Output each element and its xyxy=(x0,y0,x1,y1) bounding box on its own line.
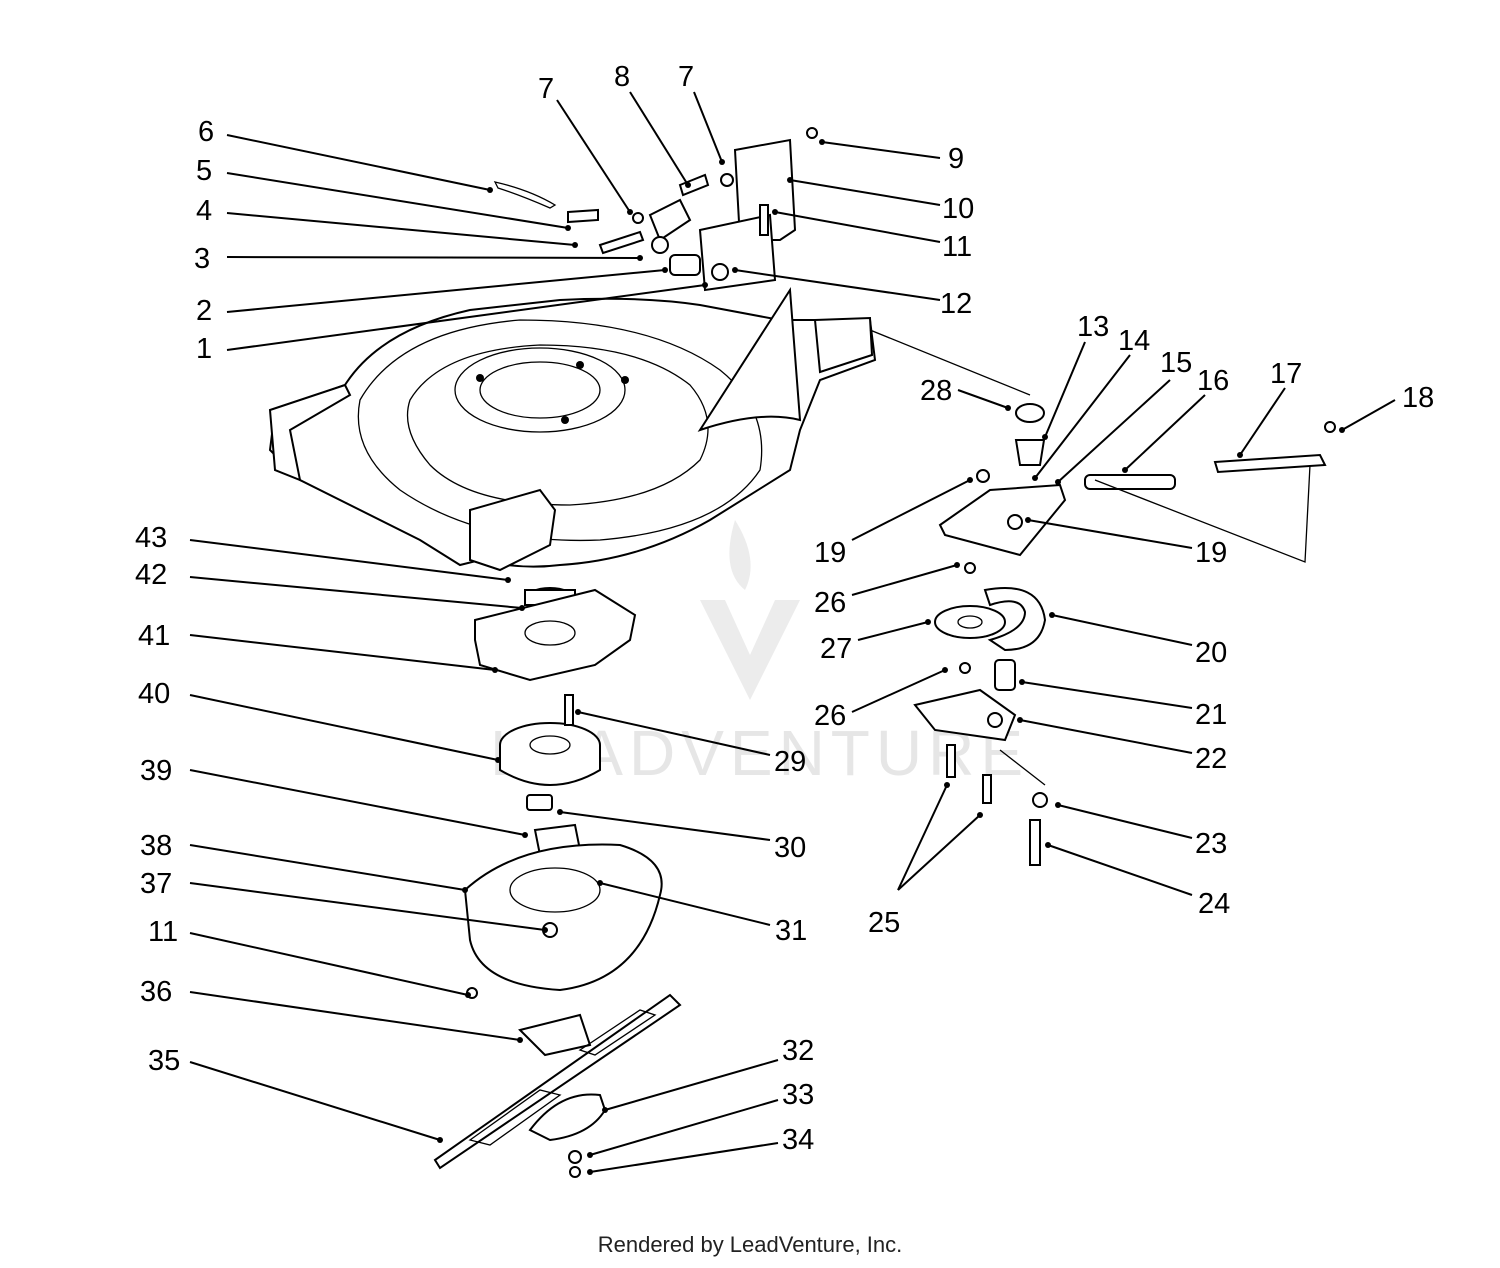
callout-7-right: 7 xyxy=(678,61,694,93)
callout-40: 40 xyxy=(138,678,170,710)
callout-33: 33 xyxy=(782,1079,814,1111)
callout-9: 9 xyxy=(948,143,964,175)
callout-14: 14 xyxy=(1118,325,1150,357)
callout-28: 28 xyxy=(920,375,952,407)
callout-36: 36 xyxy=(140,976,172,1008)
callout-26-lower: 26 xyxy=(814,700,846,732)
callout-41: 41 xyxy=(138,620,170,652)
callout-8: 8 xyxy=(614,61,630,93)
callout-11-top: 11 xyxy=(942,231,972,263)
callout-12: 12 xyxy=(940,288,972,320)
handle-bracket-assembly xyxy=(493,127,818,292)
callout-30: 30 xyxy=(774,832,806,864)
callout-11-bottom: 11 xyxy=(148,916,178,948)
callout-23: 23 xyxy=(1195,828,1227,860)
callout-22: 22 xyxy=(1195,743,1227,775)
callout-34: 34 xyxy=(782,1124,814,1156)
callout-24: 24 xyxy=(1198,888,1230,920)
callouts: 1 2 3 4 5 6 7 7 8 9 10 11 12 13 14 15 16 xyxy=(135,61,1434,1175)
callout-32: 32 xyxy=(782,1035,814,1067)
callout-15: 15 xyxy=(1160,347,1192,379)
idler-assembly xyxy=(869,329,1336,866)
callout-17: 17 xyxy=(1270,358,1302,390)
callout-19-left: 19 xyxy=(814,537,846,569)
callout-43: 43 xyxy=(135,522,167,554)
callout-3: 3 xyxy=(194,243,210,275)
callout-6: 6 xyxy=(198,116,214,148)
mower-deck-housing xyxy=(268,286,877,572)
callout-2: 2 xyxy=(196,295,212,327)
callout-21: 21 xyxy=(1195,699,1227,731)
callout-18: 18 xyxy=(1402,382,1434,414)
callout-27: 27 xyxy=(820,633,852,665)
callout-16: 16 xyxy=(1197,365,1229,397)
callout-13: 13 xyxy=(1077,311,1109,343)
callout-7-left: 7 xyxy=(538,73,554,105)
callout-29: 29 xyxy=(774,746,806,778)
callout-38: 38 xyxy=(140,830,172,862)
blade-drive-stack xyxy=(433,587,682,1178)
callout-4: 4 xyxy=(196,195,212,227)
callout-37: 37 xyxy=(140,868,172,900)
callout-25: 25 xyxy=(868,907,900,939)
footer-credit: Rendered by LeadVenture, Inc. xyxy=(597,1232,903,1257)
callout-10: 10 xyxy=(942,193,974,225)
callout-39: 39 xyxy=(140,755,172,787)
callout-1: 1 xyxy=(196,333,212,365)
callout-35: 35 xyxy=(148,1045,180,1077)
callout-20: 20 xyxy=(1195,637,1227,669)
callout-42: 42 xyxy=(135,559,167,591)
callout-31: 31 xyxy=(775,915,807,947)
callout-19-right: 19 xyxy=(1195,537,1227,569)
callout-5: 5 xyxy=(196,155,212,187)
callout-26-upper: 26 xyxy=(814,587,846,619)
